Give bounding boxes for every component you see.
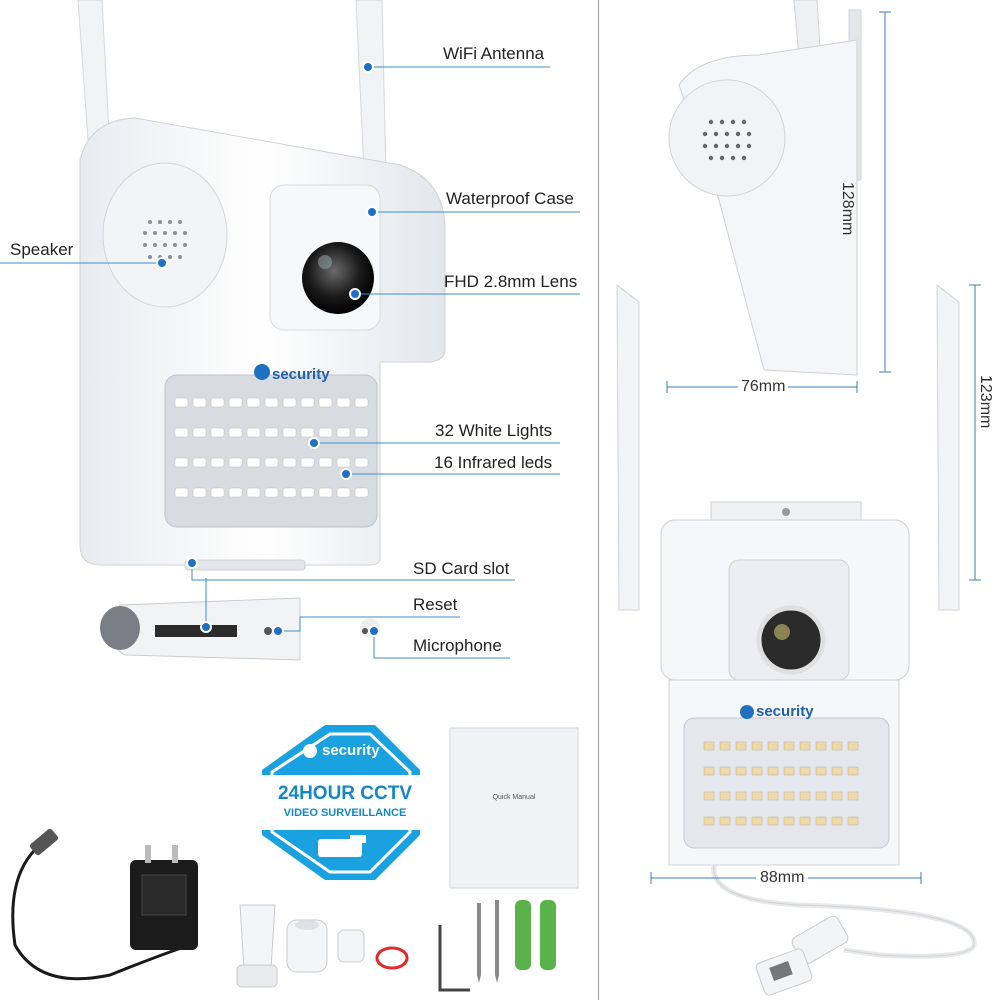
front-led-grid xyxy=(703,741,859,826)
manual-title: Quick Manual xyxy=(492,794,536,801)
power-adapter xyxy=(11,828,198,981)
sd-slot xyxy=(155,625,237,637)
sign-subtitle: VIDEO SURVEILLANCE xyxy=(283,807,407,819)
accessories-illustration xyxy=(11,725,579,992)
camera-illustration: security xyxy=(0,0,580,661)
speaker-holes xyxy=(143,220,187,259)
label-wifi-antenna: WiFi Antenna xyxy=(443,44,545,63)
dimension-height-top: 128mm xyxy=(839,182,856,236)
label-microphone: Microphone xyxy=(413,636,502,655)
side-view-illustration xyxy=(666,0,891,393)
sign-brand-logo: security xyxy=(322,742,380,759)
label-waterproof-case: Waterproof Case xyxy=(446,189,574,208)
sign-title: 24HOUR CCTV xyxy=(277,783,413,804)
label-infrared-leds: 16 Infrared leds xyxy=(434,453,553,472)
surveillance-sign xyxy=(262,725,422,880)
front-lens xyxy=(756,605,826,675)
microphone-hole xyxy=(362,628,368,634)
front-brand-logo: security xyxy=(756,703,814,720)
quick-manual xyxy=(449,727,579,889)
front-view-illustration xyxy=(616,283,981,996)
label-white-lights: 32 White Lights xyxy=(435,421,553,440)
label-sd-card-slot: SD Card slot xyxy=(413,559,510,578)
label-speaker: Speaker xyxy=(10,240,74,259)
dimension-width: 88mm xyxy=(756,869,809,887)
lens xyxy=(302,242,374,314)
brand-logo-mark xyxy=(254,364,270,380)
network-connector xyxy=(755,915,849,996)
reset-hole xyxy=(264,627,272,635)
mounting-hardware xyxy=(438,900,556,992)
waterproof-connector-kit xyxy=(236,904,409,988)
label-lens: FHD 2.8mm Lens xyxy=(444,272,578,291)
panel-brand-logo: security xyxy=(272,366,330,383)
callout-dots xyxy=(156,61,380,637)
panel-divider xyxy=(598,0,599,1000)
dimension-height-front: 123mm xyxy=(976,372,994,432)
dimension-depth: 76mm xyxy=(738,378,789,396)
label-reset: Reset xyxy=(413,595,458,614)
speaker-side xyxy=(668,79,786,197)
led-grid xyxy=(174,397,369,498)
antenna-right xyxy=(355,0,387,176)
front-led-panel xyxy=(683,717,890,849)
